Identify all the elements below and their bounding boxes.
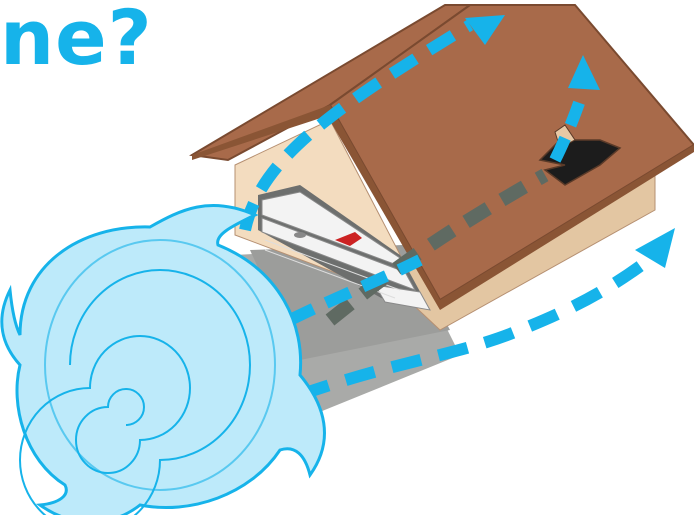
garage-light (294, 232, 306, 238)
